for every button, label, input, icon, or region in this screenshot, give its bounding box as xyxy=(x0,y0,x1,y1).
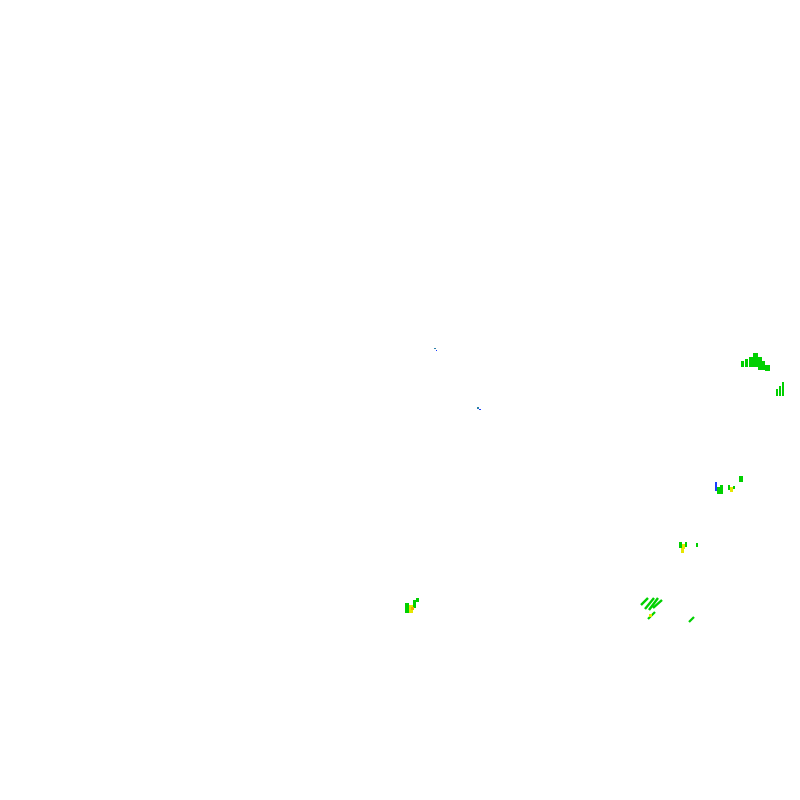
echo-cluster-south xyxy=(405,598,419,613)
echo-cluster-east-2 xyxy=(679,542,698,553)
echo-speck-center xyxy=(434,348,481,410)
echo-cluster-southeast xyxy=(640,597,695,623)
echo-cluster-east xyxy=(715,476,743,494)
echo-cluster-northeast xyxy=(741,353,784,396)
